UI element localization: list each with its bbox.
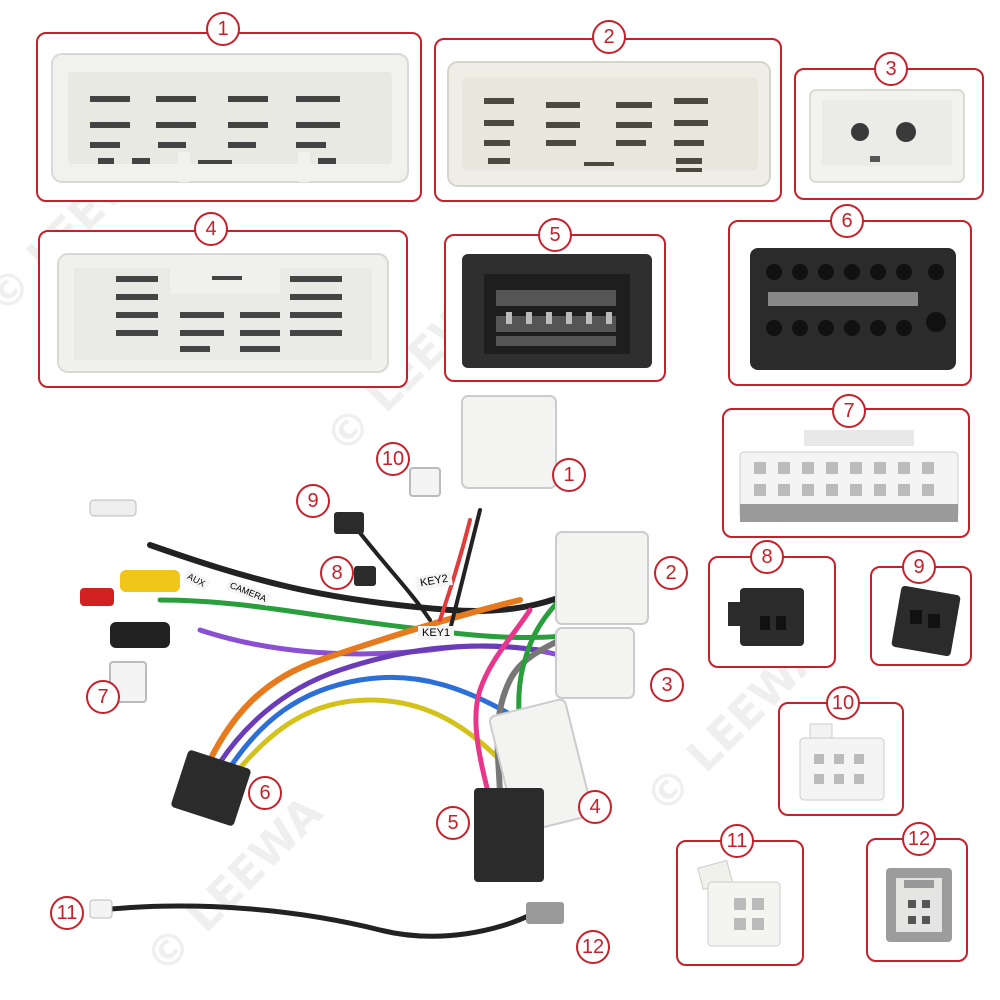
connector-12-image bbox=[886, 868, 952, 942]
callout-8: 8 bbox=[750, 540, 784, 574]
callout-11: 11 bbox=[720, 824, 754, 858]
harness-callout-7: 7 bbox=[86, 680, 120, 714]
label-key2: KEY2 bbox=[415, 570, 454, 592]
harness-callout-9: 9 bbox=[296, 484, 330, 518]
connector-6-image bbox=[750, 248, 956, 370]
connector-9-image bbox=[891, 585, 961, 657]
label-camera: CAMERA bbox=[225, 578, 272, 606]
harness-callout-2: 2 bbox=[654, 556, 688, 590]
callout-3: 3 bbox=[874, 52, 908, 86]
label-aux: AUX bbox=[182, 568, 210, 592]
connector-4-image bbox=[57, 253, 389, 373]
connector-8-image bbox=[728, 588, 804, 646]
callout-12: 12 bbox=[902, 822, 936, 856]
connector-panel-10 bbox=[778, 702, 904, 816]
harness-callout-8: 8 bbox=[320, 556, 354, 590]
harness-callout-5: 5 bbox=[436, 806, 470, 840]
connector-panel-1 bbox=[36, 32, 422, 202]
connector-panel-6 bbox=[728, 220, 972, 386]
harness-callout-11: 11 bbox=[50, 896, 84, 930]
label-key1: KEY1 bbox=[418, 626, 455, 640]
connector-11-image bbox=[697, 859, 781, 947]
connector-3-image bbox=[809, 89, 965, 183]
connector-panel-11 bbox=[676, 840, 804, 966]
connector-panel-4 bbox=[38, 230, 408, 388]
harness-callout-10: 10 bbox=[376, 442, 410, 476]
harness-callout-1: 1 bbox=[552, 458, 586, 492]
harness-callout-3: 3 bbox=[650, 668, 684, 702]
callout-6: 6 bbox=[830, 204, 864, 238]
callout-2: 2 bbox=[592, 20, 626, 54]
callout-1: 1 bbox=[206, 12, 240, 46]
connector-panel-12 bbox=[866, 838, 968, 962]
connector-5-image bbox=[462, 254, 652, 368]
connector-10-image bbox=[799, 723, 885, 801]
callout-9: 9 bbox=[902, 550, 936, 584]
harness-callout-6: 6 bbox=[248, 776, 282, 810]
connector-7-image bbox=[739, 430, 959, 522]
callout-7: 7 bbox=[832, 394, 866, 428]
connector-panel-7 bbox=[722, 408, 970, 538]
connector-panel-8 bbox=[708, 556, 836, 668]
callout-10: 10 bbox=[826, 686, 860, 720]
watermark: © LEEWA bbox=[135, 786, 333, 985]
callout-4: 4 bbox=[194, 212, 228, 246]
harness-callout-12: 12 bbox=[576, 930, 610, 964]
connector-panel-3 bbox=[794, 68, 984, 200]
connector-panel-2 bbox=[434, 38, 782, 202]
connector-2-image bbox=[447, 61, 771, 187]
connector-1-image bbox=[51, 53, 409, 183]
harness-callout-4: 4 bbox=[578, 790, 612, 824]
callout-5: 5 bbox=[538, 218, 572, 252]
connector-panel-5 bbox=[444, 234, 666, 382]
